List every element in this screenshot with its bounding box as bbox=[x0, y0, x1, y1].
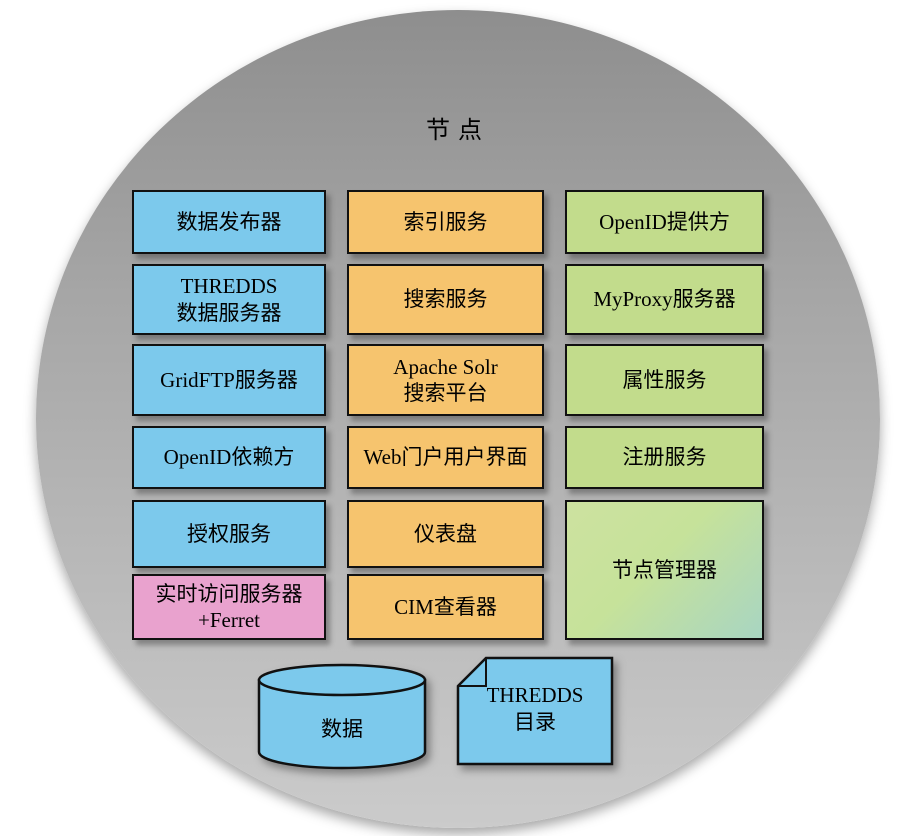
box-dashboard: 仪表盘 bbox=[347, 500, 544, 568]
box-label: 注册服务 bbox=[622, 445, 707, 470]
box-thredds-data-server: THREDDS 数据服务器 bbox=[132, 264, 326, 335]
box-registration-service: 注册服务 bbox=[565, 426, 764, 489]
catalog-label: THREDDS 目录 bbox=[486, 683, 584, 735]
box-authorization-service: 授权服务 bbox=[132, 500, 326, 568]
box-cim-viewer: CIM查看器 bbox=[347, 574, 544, 640]
box-label: 搜索服务 bbox=[403, 287, 488, 312]
box-label: 索引服务 bbox=[403, 209, 488, 234]
database-label: 数据 bbox=[321, 717, 363, 741]
box-label: CIM查看器 bbox=[394, 594, 497, 619]
box-data-publisher: 数据发布器 bbox=[132, 190, 326, 254]
box-node-manager: 节点管理器 bbox=[565, 500, 764, 640]
box-openid-provider: OpenID提供方 bbox=[565, 190, 764, 254]
box-gridftp-server: GridFTP服务器 bbox=[132, 344, 326, 416]
database-icon bbox=[257, 663, 427, 770]
box-label: MyProxy服务器 bbox=[593, 287, 736, 312]
box-web-portal-ui: Web门户用户界面 bbox=[347, 426, 544, 489]
box-attribute-service: 属性服务 bbox=[565, 344, 764, 416]
box-label: 仪表盘 bbox=[414, 521, 477, 546]
note-icon bbox=[456, 656, 614, 766]
box-label: 属性服务 bbox=[622, 367, 707, 392]
box-label: 实时访问服务器 +Ferret bbox=[155, 581, 303, 632]
box-label: OpenID依赖方 bbox=[163, 445, 295, 470]
box-live-access-server-ferret: 实时访问服务器 +Ferret bbox=[132, 574, 326, 640]
box-label: 授权服务 bbox=[187, 521, 271, 546]
box-label: OpenID提供方 bbox=[599, 209, 730, 234]
box-label: THREDDS 数据服务器 bbox=[176, 274, 282, 325]
box-label: 数据发布器 bbox=[176, 209, 282, 234]
box-apache-solr-platform: Apache Solr 搜索平台 bbox=[347, 344, 544, 416]
box-search-service: 搜索服务 bbox=[347, 264, 544, 335]
box-label: 节点管理器 bbox=[612, 557, 717, 582]
box-openid-relying-party: OpenID依赖方 bbox=[132, 426, 326, 489]
thredds-catalog-note: THREDDS 目录 bbox=[456, 656, 614, 766]
box-myproxy-server: MyProxy服务器 bbox=[565, 264, 764, 335]
diagram-title: 节点 bbox=[426, 118, 490, 144]
box-label: GridFTP服务器 bbox=[160, 367, 298, 392]
data-cylinder: 数据 bbox=[257, 662, 427, 772]
box-label: Apache Solr 搜索平台 bbox=[393, 354, 498, 405]
box-label: Web门户用户界面 bbox=[363, 445, 528, 470]
box-index-service: 索引服务 bbox=[347, 190, 544, 254]
